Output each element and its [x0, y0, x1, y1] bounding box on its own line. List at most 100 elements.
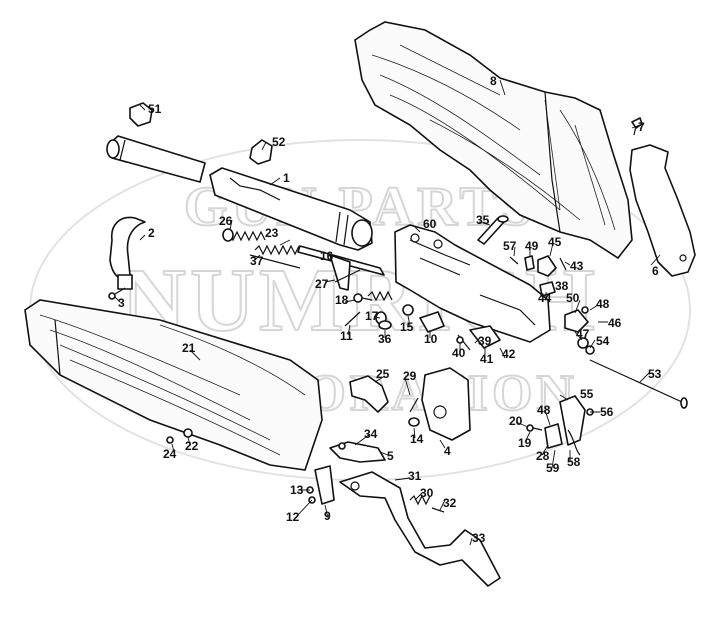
leader-lines — [114, 79, 661, 546]
rod-53-part — [589, 359, 688, 409]
part-43 — [559, 257, 567, 271]
spring-58-59 — [567, 429, 581, 456]
pin-11-part — [344, 311, 361, 327]
part-15 — [402, 304, 414, 316]
label-22: 22 — [185, 439, 199, 453]
label-2: 2 — [148, 226, 155, 240]
label-11: 11 — [340, 329, 353, 343]
trigger-guard-part — [339, 471, 501, 587]
label-49: 49 — [525, 239, 539, 253]
label-47: 47 — [576, 327, 590, 341]
label-54: 54 — [596, 334, 610, 348]
label-19: 19 — [518, 436, 532, 450]
label-40: 40 — [452, 346, 466, 360]
label-5: 5 — [387, 449, 394, 463]
label-53: 53 — [648, 367, 662, 381]
label-13: 13 — [290, 483, 304, 497]
label-52: 52 — [272, 135, 286, 149]
housing-4-part — [408, 367, 471, 441]
label-4: 4 — [444, 444, 451, 458]
part-26-washer — [222, 228, 234, 242]
label-28: 28 — [536, 449, 550, 463]
label-48b: 48 — [537, 403, 551, 417]
label-32: 32 — [443, 496, 457, 510]
label-6: 6 — [652, 264, 659, 278]
label-23: 23 — [265, 226, 279, 240]
label-35: 35 — [476, 213, 490, 227]
sight-base-part — [249, 139, 273, 165]
part-40 — [456, 336, 464, 344]
label-60: 60 — [423, 217, 437, 231]
part-28-48 — [544, 423, 563, 449]
receiver-block-part — [394, 224, 551, 343]
label-39: 39 — [478, 334, 492, 348]
part-38-44 — [539, 281, 556, 297]
pin-35-part — [477, 215, 509, 245]
barrel-part — [106, 135, 206, 183]
part-49 — [524, 255, 535, 271]
part-5-34 — [329, 441, 386, 463]
label-44: 44 — [538, 291, 552, 305]
label-58: 58 — [567, 455, 581, 469]
label-41: 41 — [480, 352, 494, 366]
label-10: 10 — [424, 332, 438, 346]
label-3: 3 — [118, 296, 125, 310]
label-14: 14 — [410, 432, 424, 446]
label-12: 12 — [286, 510, 300, 524]
label-34: 34 — [364, 427, 378, 441]
part-19-20 — [526, 424, 543, 432]
part-29 — [409, 397, 419, 413]
part-27-rod — [334, 269, 361, 283]
label-9: 9 — [324, 509, 331, 523]
label-7: 7 — [638, 120, 645, 134]
label-56: 56 — [600, 405, 614, 419]
label-48: 48 — [596, 297, 610, 311]
label-26: 26 — [219, 214, 233, 228]
label-24: 24 — [163, 447, 177, 461]
part-36 — [378, 320, 392, 330]
label-17: 17 — [365, 309, 379, 323]
screw-3-part — [108, 287, 126, 300]
label-36: 36 — [378, 332, 392, 346]
rod-16-part — [297, 245, 385, 291]
part-number-labels: 51 52 1 8 7 6 2 3 60 35 26 23 37 16 27 1… — [118, 74, 662, 545]
front-sight-part — [129, 102, 153, 127]
label-8: 8 — [490, 74, 497, 88]
forend-part — [24, 299, 323, 471]
part-25 — [349, 375, 389, 413]
label-46: 46 — [608, 316, 622, 330]
label-25: 25 — [376, 367, 390, 381]
part-18-screw — [353, 293, 373, 303]
label-45: 45 — [548, 235, 562, 249]
label-57: 57 — [503, 239, 517, 253]
label-29: 29 — [403, 369, 417, 383]
screw-22-24-part — [166, 428, 193, 444]
part-30-32 — [409, 494, 445, 513]
label-20: 20 — [509, 414, 523, 428]
part-10 — [419, 311, 445, 333]
receiver-tube-part — [209, 167, 373, 251]
band-ring-part — [109, 216, 146, 290]
label-37: 37 — [250, 254, 264, 268]
label-33: 33 — [472, 531, 486, 545]
label-42: 42 — [502, 347, 516, 361]
part-9-12-13 — [306, 465, 335, 505]
label-43: 43 — [570, 259, 584, 273]
part-55-56 — [559, 395, 594, 446]
label-15: 15 — [400, 320, 414, 334]
label-51: 51 — [148, 102, 162, 116]
part-48-54 — [581, 306, 595, 355]
label-16: 16 — [320, 249, 334, 263]
label-1: 1 — [283, 171, 290, 185]
buttplate-part — [629, 144, 696, 277]
pin-57-part — [509, 256, 519, 265]
label-55: 55 — [580, 387, 594, 401]
label-21: 21 — [182, 341, 196, 355]
label-38: 38 — [555, 279, 569, 293]
label-27: 27 — [315, 277, 329, 291]
part-45 — [537, 255, 557, 277]
label-31: 31 — [408, 469, 422, 483]
label-18: 18 — [335, 293, 349, 307]
label-50: 50 — [566, 291, 580, 305]
